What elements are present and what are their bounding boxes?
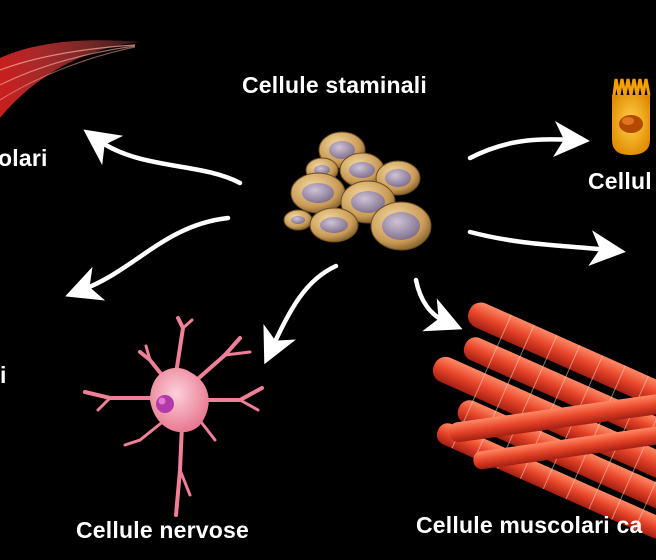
cardiac-muscle-icon [432, 302, 656, 539]
arrows [65, 121, 626, 365]
arrow-to-epithelial [467, 121, 590, 161]
label-epithelial-partial: Cellul [588, 168, 652, 194]
label-smooth-muscle-partial: olari [0, 145, 48, 171]
arrow-to-cardiac-muscle [413, 277, 463, 332]
neuron-icon [83, 316, 264, 517]
arrow-to-smooth-muscle [83, 129, 243, 186]
arrow-to-right-cell [467, 229, 626, 267]
smooth-muscle-icon [0, 40, 140, 118]
label-cardiac-muscle-partial: Cellule muscolari ca [416, 512, 643, 538]
diagram-title: Cellule staminali [242, 72, 427, 98]
arrow-to-neuron [263, 263, 339, 365]
label-nerve-cells: Cellule nervose [76, 517, 250, 543]
arrow-to-left-cell [65, 215, 231, 301]
epithelial-cell-icon [612, 78, 651, 155]
stem-cell-cluster-icon [283, 131, 432, 251]
label-left-partial: i [0, 362, 7, 388]
